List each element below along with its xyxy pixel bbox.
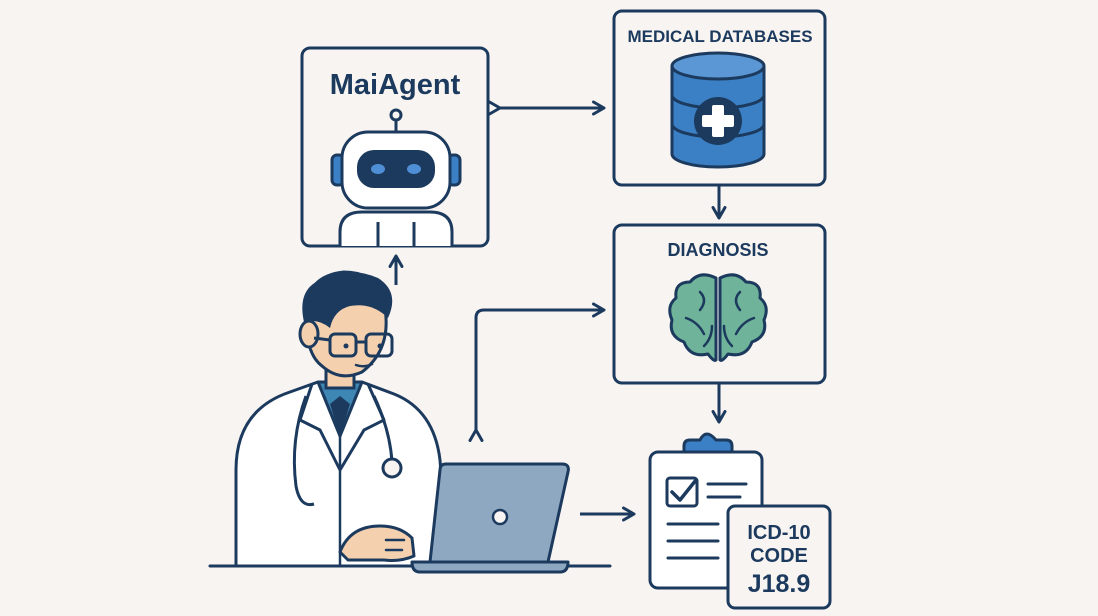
icd-code-card: ICD-10 CODE J18.9 [726,504,832,610]
code-label: CODE [750,545,808,567]
icd-label: ICD-10 [747,522,810,544]
maiagent-node: MaiAgent [300,46,490,248]
arrow-diagnosis-doctor-loop [468,302,606,442]
stethoscope-icon [292,395,403,507]
maiagent-title: MaiAgent [330,69,461,101]
medical-cross-icon [694,97,742,145]
medical-databases-node: MEDICAL DATABASES [612,9,827,187]
diagnosis-title: DIAGNOSIS [667,240,768,260]
medical-databases-title: MEDICAL DATABASES [627,27,812,46]
icd-code-value: J18.9 [748,570,811,598]
robot-icon [330,108,462,246]
brain-icon [668,273,768,362]
database-icon [670,51,766,169]
laptop-icon [410,462,570,574]
checkbox-icon [665,476,699,508]
diagnosis-node: DIAGNOSIS [612,223,827,385]
